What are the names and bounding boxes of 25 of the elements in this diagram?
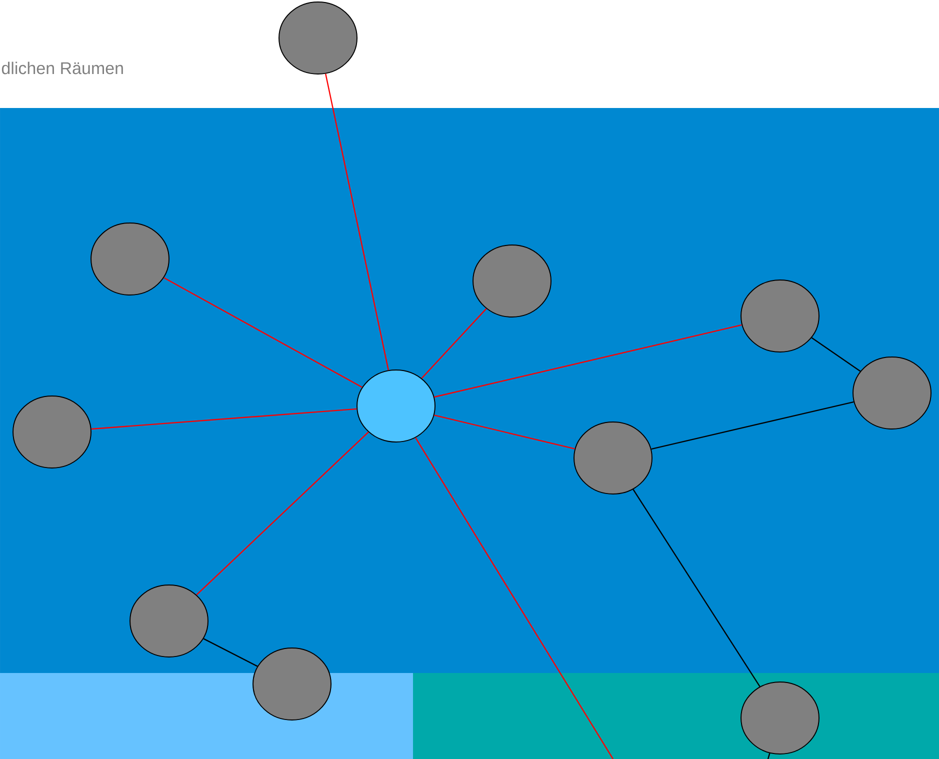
connector-line [632, 489, 760, 687]
circle-node [278, 1, 358, 74]
connector-line [767, 753, 770, 759]
circle-node [12, 395, 92, 468]
connector-line [415, 437, 614, 759]
circle-node [852, 356, 932, 430]
circle-node [472, 244, 552, 318]
circle-node [252, 647, 332, 720]
circle-node [130, 584, 208, 658]
connector-line [91, 408, 357, 430]
connector-line [421, 308, 487, 379]
circle-node [90, 222, 170, 296]
subtitle-text: dlichen Räumen [2, 62, 123, 74]
connector-line [325, 74, 389, 370]
connector-line [434, 324, 742, 398]
connector-line [811, 337, 861, 372]
circle-node [356, 369, 436, 442]
connector-line [434, 414, 575, 450]
connector-line [164, 277, 362, 388]
circle-node [740, 681, 820, 754]
circle-node [740, 279, 820, 352]
connector-line [651, 401, 854, 450]
circle-node [574, 421, 652, 494]
connector-line [196, 432, 369, 596]
connector-line [203, 638, 258, 667]
